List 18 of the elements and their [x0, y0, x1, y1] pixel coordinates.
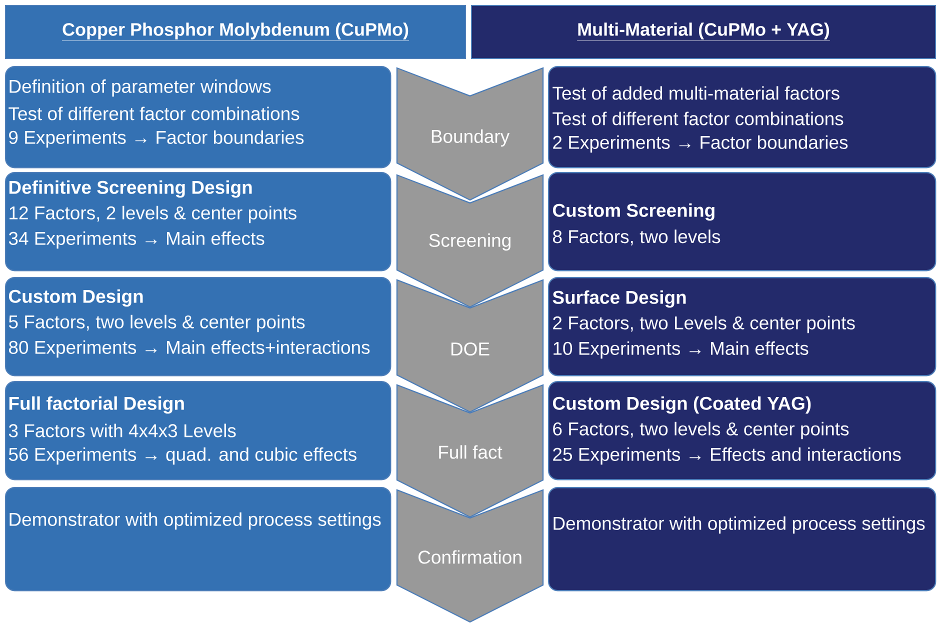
step-box: Demonstrator with optimized process settings [5, 487, 392, 592]
process-step: Full fact [396, 384, 544, 518]
step-box: Custom Design (Coated YAG) 6 Factors, two levels & center points 25 Experiments → Effects and interactions [548, 381, 936, 480]
step-box: Definition of parameter windows Test of different factor combinations 9 Experiments → Factor boundaries [5, 66, 392, 168]
column-header: Copper Phosphor Molybdenum (CuPMo) [5, 5, 466, 59]
process-step: Boundary [396, 67, 544, 201]
column-header: Multi-Material (CuPMo + YAG) [471, 5, 936, 59]
step-box: Definitive Screening Design 12 Factors, 2 levels & center points 34 Experiments → Main effects [5, 172, 392, 272]
step-box: Surface Design 2 Factors, two Levels & center points 10 Experiments → Main effects [548, 277, 936, 376]
process-step: Screening [396, 174, 544, 308]
step-box: Full factorial Design 3 Factors with 4x4x3 Levels 56 Experiments → quad. and cubic effects [5, 381, 392, 480]
step-box: Demonstrator with optimized process settings [548, 487, 936, 592]
step-box: Test of added multi-material factors Test of different factor combinations 2 Experiments → Factor boundaries [548, 66, 936, 168]
node-label: Confirmation [418, 550, 522, 564]
step-box: Custom Design 5 Factors, two levels & center points 80 Experiments → Main effects+interactions [5, 277, 392, 376]
step-box: Custom Screening 8 Factors, two levels [548, 172, 936, 272]
process-step: Confirmation [396, 489, 544, 623]
process-step: DOE [396, 279, 544, 413]
